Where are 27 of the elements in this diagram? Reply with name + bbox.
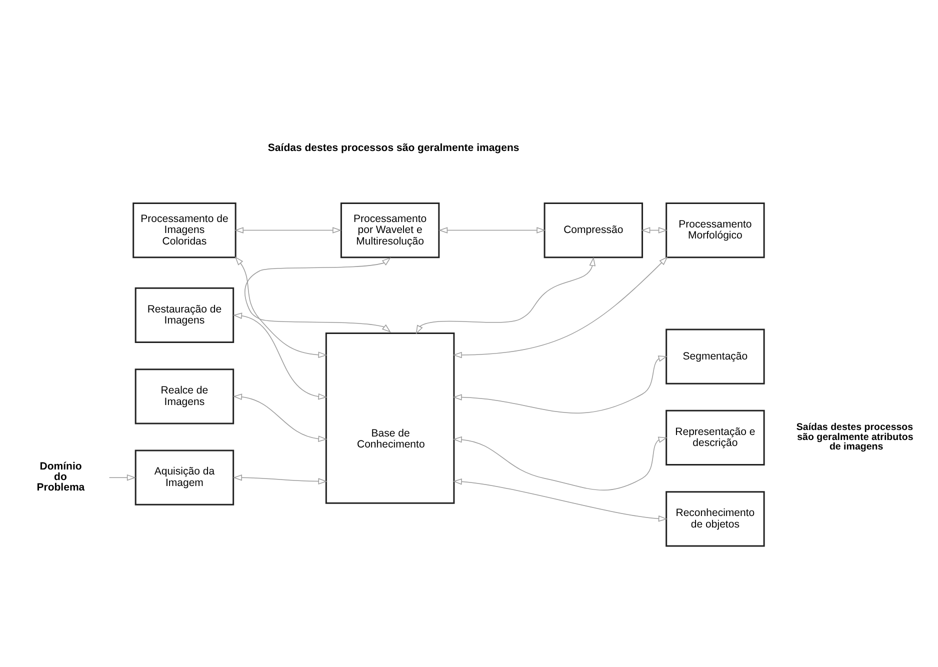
- arrow: [416, 256, 596, 334]
- node-box: Segmentação: [666, 328, 765, 384]
- arrow: [641, 226, 668, 233]
- arrow: [244, 256, 391, 332]
- node-box: Processamento Morfológico: [666, 202, 765, 258]
- arrow: [452, 256, 668, 358]
- node-box: Processamento por Wavelet e Multiresolução: [340, 202, 440, 258]
- node-box: Restauração de Imagens: [134, 286, 234, 343]
- node-box: Representação e descrição: [666, 409, 765, 466]
- node-box: Processamento de Imagens Coloridas: [132, 202, 236, 258]
- arrow: [452, 355, 668, 413]
- node-box: Compressão: [544, 202, 644, 258]
- label: Saídas destes processos são geralmente atributos de imagens: [796, 422, 914, 452]
- arrow: [232, 312, 328, 400]
- node-box: Realce de Imagens: [134, 368, 234, 424]
- arrow: [452, 436, 668, 490]
- arrow: [234, 256, 328, 358]
- label: Saídas destes processos são geralmente imagens: [268, 142, 520, 154]
- arrow: [452, 478, 668, 522]
- node-text: Domínio do Problema: [36, 460, 85, 494]
- arrow: [108, 474, 136, 480]
- arrow: [232, 474, 328, 484]
- arrow: [232, 393, 328, 442]
- node-box: Aquisição da Imagem: [134, 449, 234, 505]
- arrow: [234, 226, 342, 233]
- node-box: Reconhecimento de objetos: [666, 490, 765, 546]
- arrow: [438, 226, 546, 233]
